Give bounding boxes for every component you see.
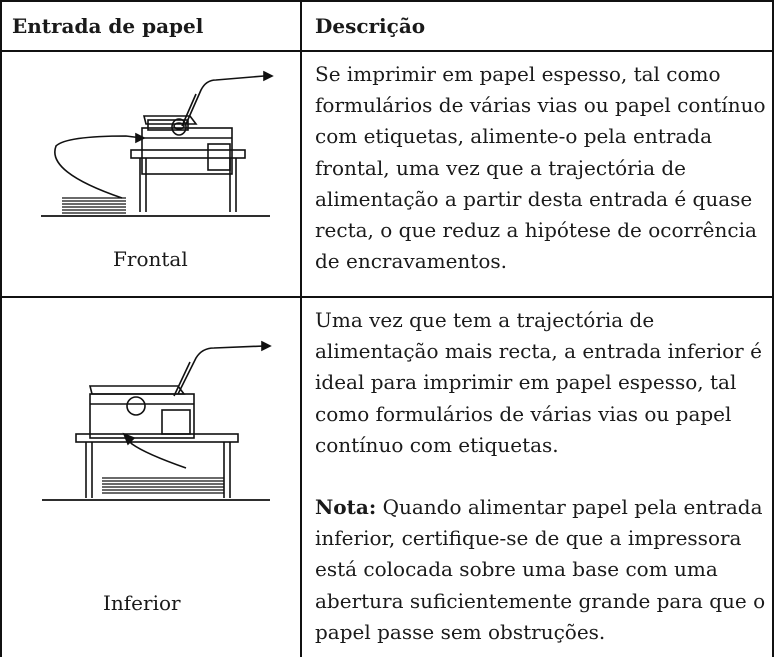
- header-paper-entry: Entrada de papel: [12, 14, 204, 38]
- description-inferior-note: Nota: Quando alimentar papel pela entrad…: [315, 492, 770, 648]
- description-inferior-paragraph: Uma vez que tem a trajectória de aliment…: [315, 308, 762, 457]
- caption-frontal: Frontal: [113, 247, 188, 271]
- description-frontal-paragraph: Se imprimir em papel espesso, tal como f…: [315, 62, 766, 274]
- header-bottom-border: [0, 50, 774, 52]
- description-frontal: Se imprimir em papel espesso, tal como f…: [315, 59, 770, 277]
- printer-bottom-feed-icon: [36, 336, 276, 506]
- header-description: Descrição: [315, 14, 426, 38]
- row-divider: [0, 296, 774, 298]
- table-top-border: [0, 0, 774, 2]
- table-right-border: [772, 0, 774, 657]
- caption-inferior: Inferior: [103, 591, 181, 615]
- note-label: Nota:: [315, 495, 377, 520]
- note-text: Quando alimentar papel pela entrada infe…: [315, 495, 766, 644]
- description-inferior: Uma vez que tem a trajectória de aliment…: [315, 305, 770, 648]
- printer-front-feed-icon: [36, 62, 276, 227]
- column-divider: [300, 0, 302, 657]
- table-left-border: [0, 0, 2, 657]
